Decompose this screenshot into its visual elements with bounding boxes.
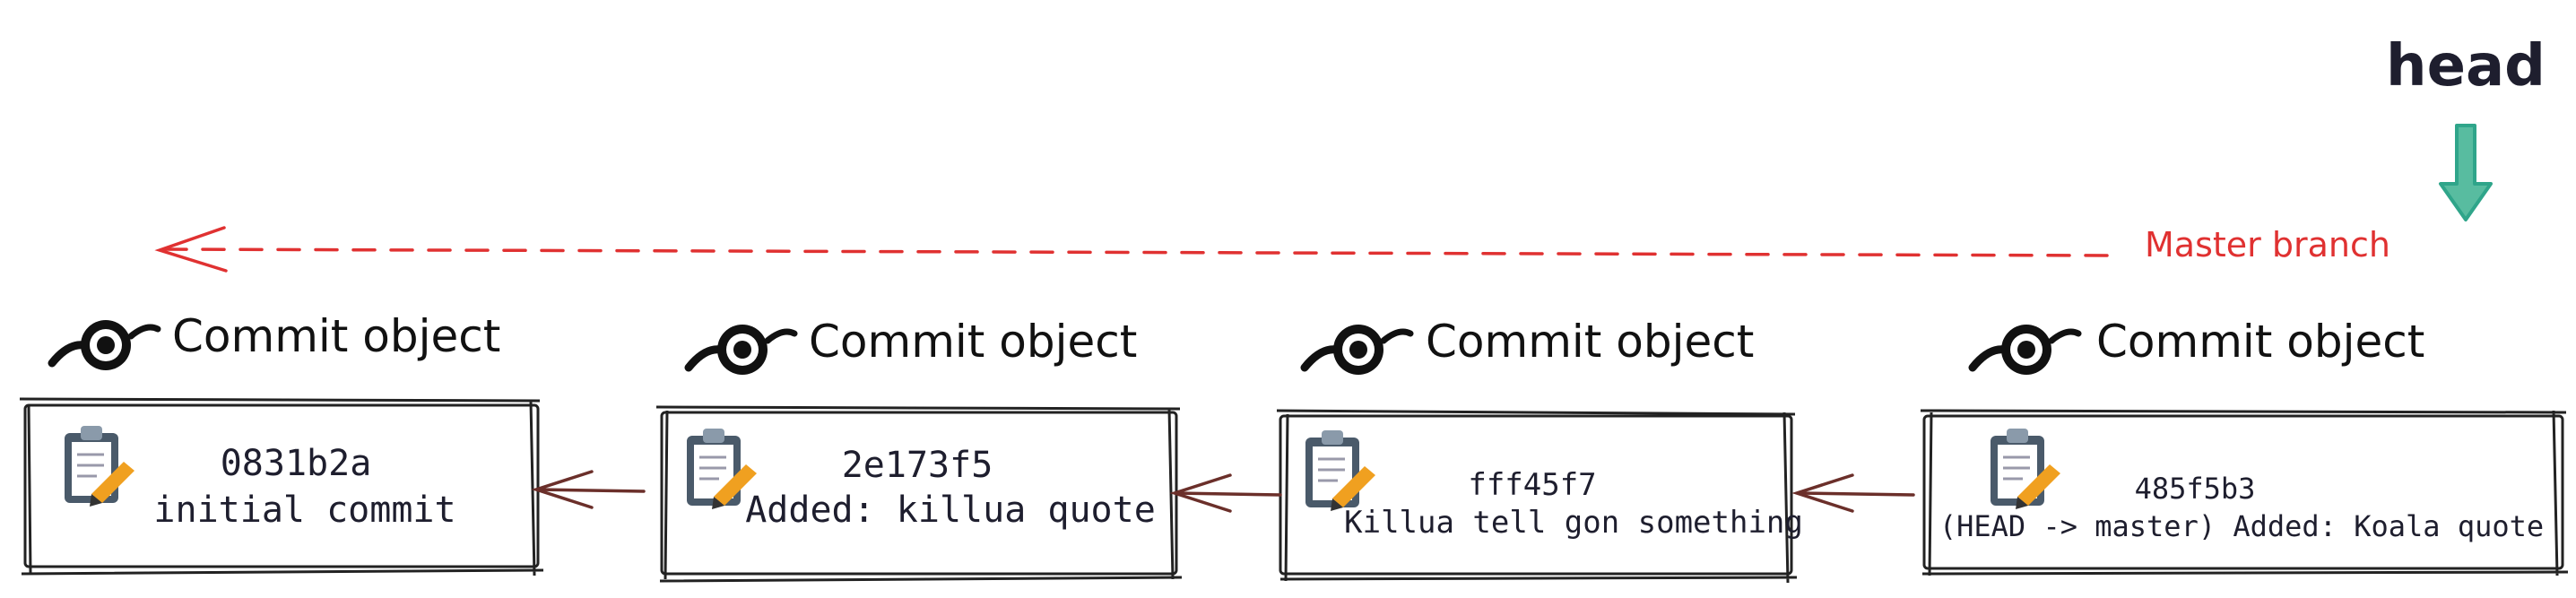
commit-message: (HEAD -> master) Added: Koala quote xyxy=(1939,509,2544,543)
clipboard-icon xyxy=(1305,430,1375,511)
eye-icon xyxy=(1300,325,1414,375)
parent-link-4-to-3 xyxy=(1791,473,1915,513)
eye-icon xyxy=(684,325,798,375)
commit-hash: 485f5b3 xyxy=(2135,472,2256,506)
commit-message: initial commit xyxy=(153,490,455,531)
commit-title: Commit object xyxy=(2096,316,2424,368)
commit-object-4: Commit object 485f5b3 (HEAD -> master) A… xyxy=(1920,316,2569,576)
commit-hash: 0831b2a xyxy=(221,443,372,484)
commit-hash: fff45f7 xyxy=(1468,467,1596,503)
commit-object-2: Commit object 2e173f5 Added: killua quot… xyxy=(655,316,1183,583)
head-arrow xyxy=(2439,124,2493,221)
parent-link-2-to-1 xyxy=(531,470,646,509)
commit-box xyxy=(19,397,544,576)
eye-icon xyxy=(48,320,161,370)
commit-title: Commit object xyxy=(809,316,1137,368)
commit-object-1: Commit object 0831b2a initial commit xyxy=(19,310,544,576)
commit-hash: 2e173f5 xyxy=(842,445,993,486)
commit-title: Commit object xyxy=(172,310,500,362)
commit-message: Added: killua quote xyxy=(745,490,1156,531)
clipboard-icon xyxy=(65,426,134,507)
clipboard-icon xyxy=(1991,429,2060,509)
head-label: head xyxy=(2386,33,2546,100)
master-branch-label: Master branch xyxy=(2145,225,2390,264)
eye-icon xyxy=(1968,325,2082,375)
parent-link-3-to-2 xyxy=(1169,473,1282,513)
master-branch-arrow xyxy=(154,226,2109,273)
commit-object-3: Commit object fff45f7 Killua tell gon so… xyxy=(1276,316,1803,584)
commit-message: Killua tell gon something xyxy=(1344,505,1803,541)
commit-title: Commit object xyxy=(1426,316,1754,368)
commit-box xyxy=(1920,409,2569,576)
clipboard-icon xyxy=(687,429,757,509)
